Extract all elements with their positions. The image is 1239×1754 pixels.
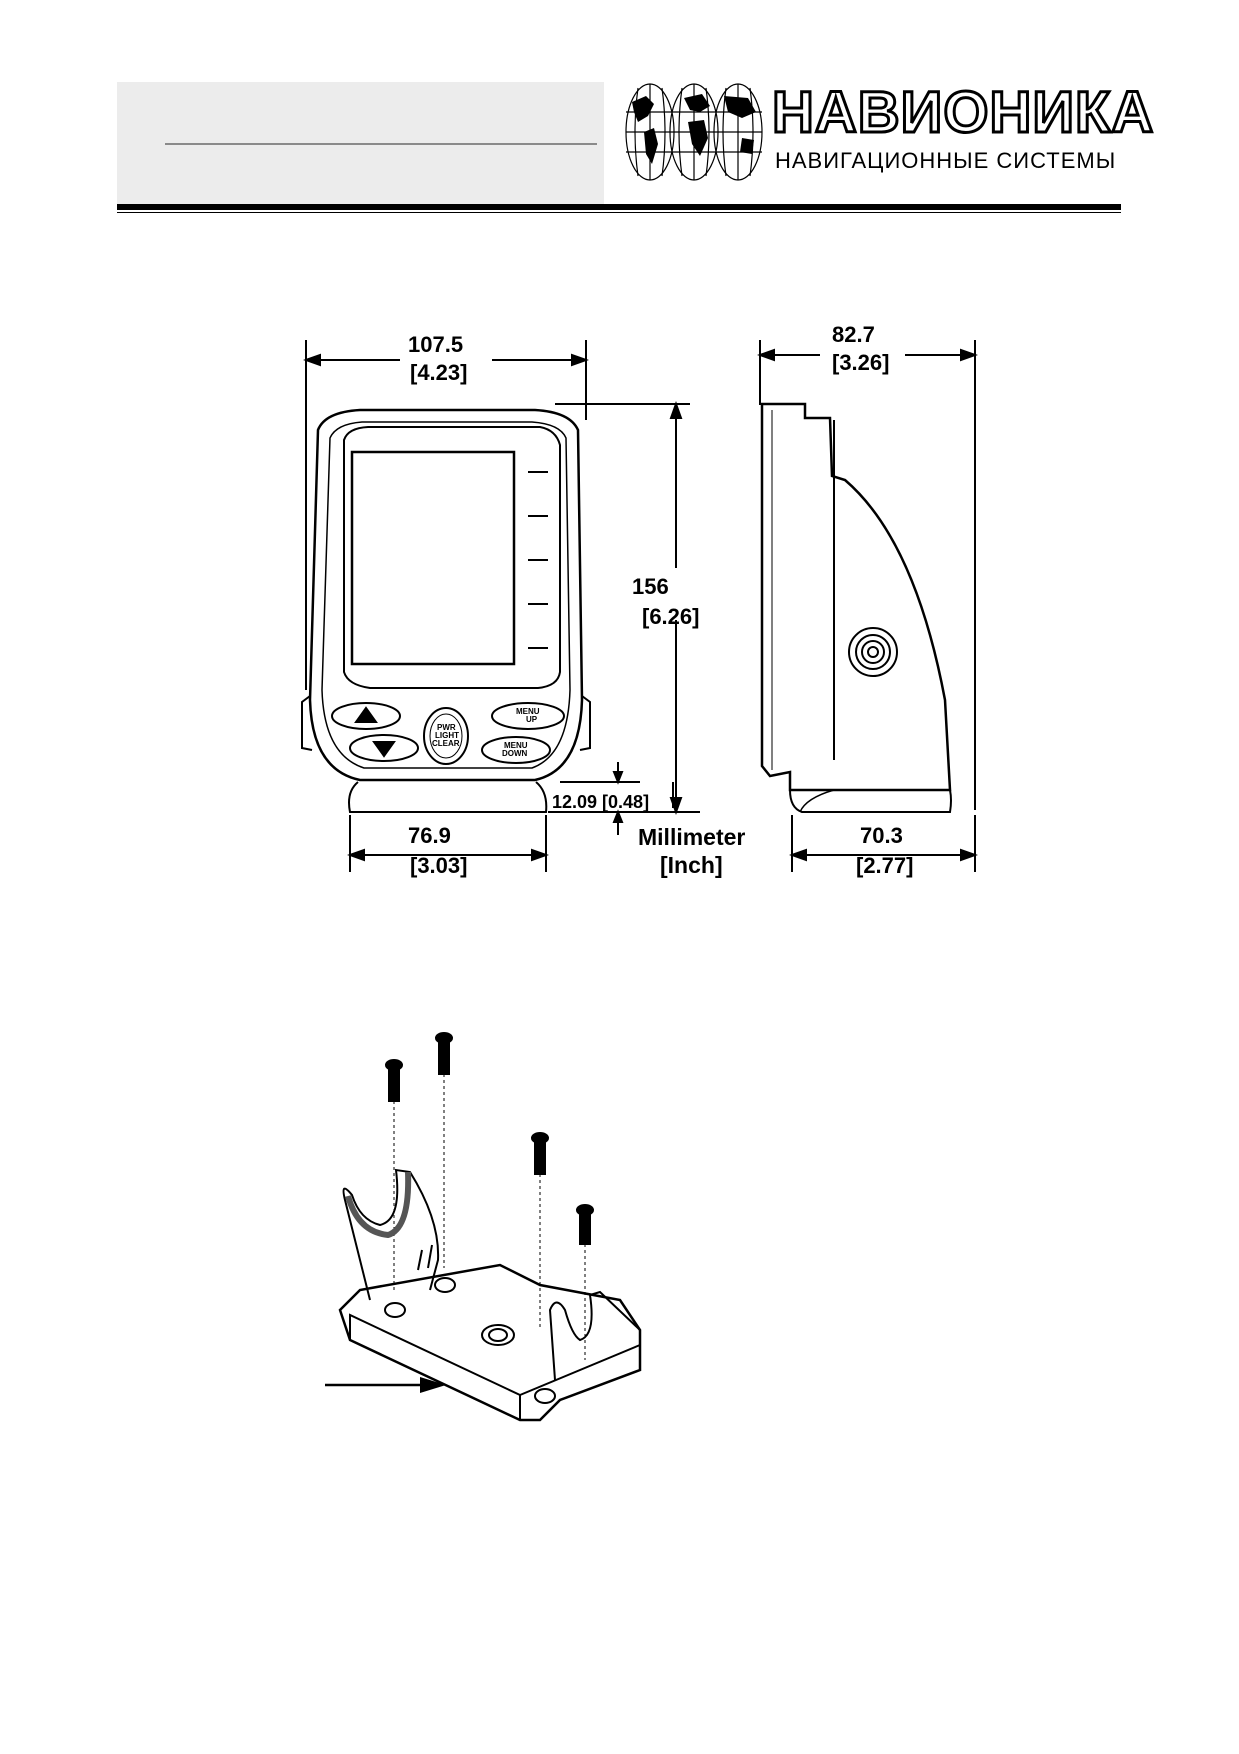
base-width-mm: 76.9 — [408, 823, 451, 848]
brand-subtitle: НАВИГАЦИОННЫЕ СИСТЕМЫ — [775, 148, 1117, 173]
screw-4 — [576, 1204, 594, 1360]
header-divider — [165, 143, 597, 145]
front-view — [301, 340, 700, 872]
side-base-in: [2.77] — [856, 853, 913, 878]
base-offset: 12.09 [0.48] — [552, 792, 649, 812]
screw-3 — [531, 1132, 549, 1330]
base-width-in: [3.03] — [410, 853, 467, 878]
height-mm: 156 — [632, 574, 669, 599]
header-rule — [117, 204, 1121, 210]
insert-direction-arrow — [325, 1377, 446, 1393]
front-width-in: [4.23] — [410, 360, 467, 385]
globe-map-icon — [625, 83, 763, 181]
header-rule-thin — [117, 212, 1121, 213]
menu-down-label-2: DOWN — [502, 749, 528, 758]
brand-name: НАВИОНИКА — [770, 80, 1155, 145]
screw-2 — [435, 1032, 453, 1268]
pwr-label-1: PWR — [437, 723, 456, 732]
side-view — [757, 340, 978, 872]
pwr-label-2: LIGHT — [435, 731, 459, 740]
front-button-labels: MENU UP MENU DOWN PWR LIGHT CLEAR — [432, 707, 540, 758]
menu-down-label-1: MENU — [504, 741, 528, 750]
unit-inch: [Inch] — [660, 852, 723, 878]
menu-up-label-1: MENU — [516, 707, 540, 716]
pwr-label-3: CLEAR — [432, 739, 460, 748]
mounting-bracket-illustration — [338, 1032, 642, 1422]
side-base-mm: 70.3 — [860, 823, 903, 848]
front-width-mm: 107.5 — [408, 332, 463, 357]
screw-1 — [385, 1059, 403, 1290]
side-depth-mm: 82.7 — [832, 322, 875, 347]
side-depth-in: [3.26] — [832, 350, 889, 375]
height-in: [6.26] — [642, 604, 699, 629]
unit-millimeter: Millimeter — [638, 824, 745, 850]
menu-up-label-2: UP — [526, 715, 538, 724]
